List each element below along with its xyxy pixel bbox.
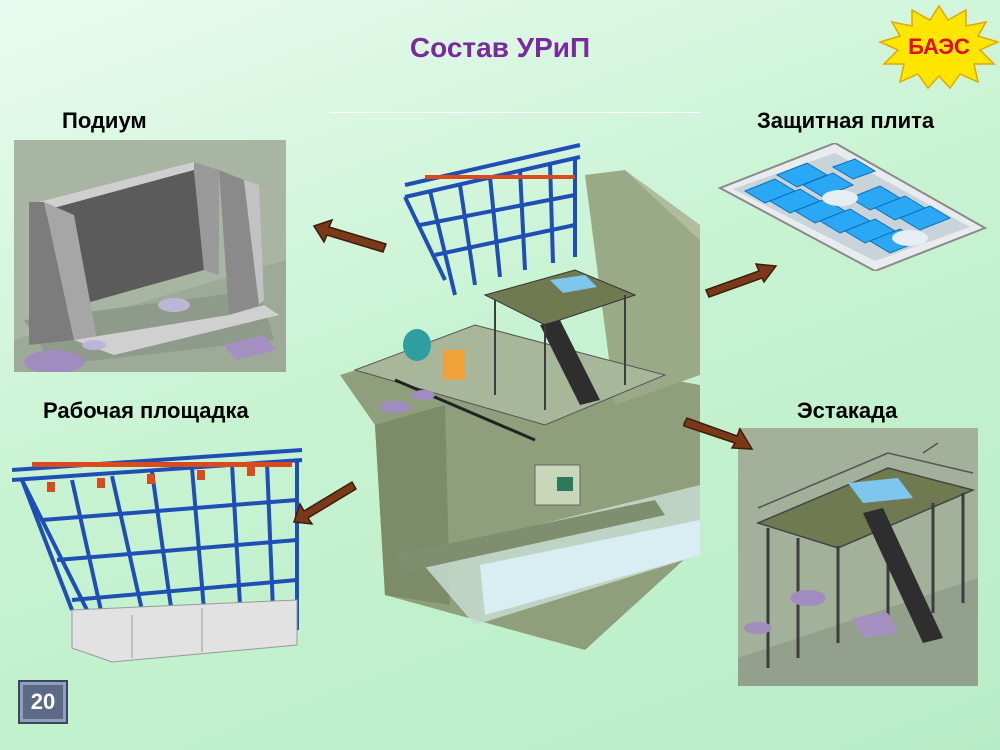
protective-plate-image — [717, 143, 987, 271]
label-work-platform: Рабочая площадка — [43, 398, 249, 423]
trestle-image — [738, 428, 978, 686]
baes-logo: БАЭС — [878, 4, 1000, 90]
arrow-to-work-platform-icon — [292, 480, 358, 525]
label-protective-plate: Защитная плита — [757, 108, 935, 133]
label-podium: Подиум — [62, 108, 147, 133]
work-platform-image — [11, 448, 303, 663]
logo-text: БАЭС — [908, 34, 970, 59]
slide-title: Состав УРиП — [409, 32, 591, 63]
label-trestle: Эстакада — [797, 398, 898, 423]
arrow-to-podium-icon — [312, 218, 387, 253]
title-underline — [330, 112, 700, 113]
central-assembly-image — [340, 143, 700, 650]
logo-starburst — [878, 4, 1000, 90]
page-number: 20 — [18, 680, 68, 724]
arrow-to-trestle-icon — [683, 417, 754, 450]
podium-image — [14, 140, 286, 372]
arrow-to-plate-icon — [704, 263, 778, 298]
